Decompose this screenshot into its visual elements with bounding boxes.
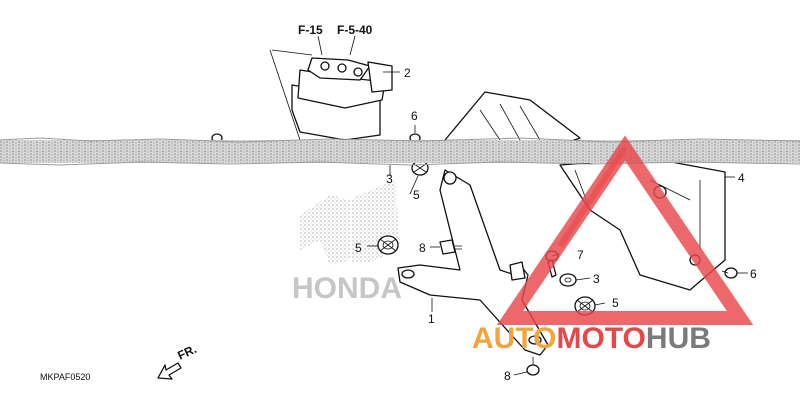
honda-wordmark: HONDA <box>292 272 402 305</box>
callout-8-lower: 8 <box>504 369 511 383</box>
grommet-right <box>574 296 596 316</box>
callout-5-right: 5 <box>612 296 619 310</box>
grommet-top <box>411 160 429 176</box>
callout-6-right: 6 <box>750 267 757 281</box>
logo-text-moto: MOTO <box>556 322 645 355</box>
washer-3 <box>559 273 577 287</box>
logo-wordmark: AUTOMOTOHUB <box>472 322 711 355</box>
callout-3-left: 3 <box>386 172 393 186</box>
torn-strip <box>0 140 800 163</box>
bolt-8-lower <box>526 357 540 376</box>
callout-4: 4 <box>738 171 745 185</box>
diagram-code: MKPAF0520 <box>40 372 90 382</box>
abs-modulator <box>269 35 393 141</box>
callout-5-left: 5 <box>355 241 362 255</box>
front-arrow-label: FR. <box>175 342 198 363</box>
bolt-6-right <box>721 267 738 279</box>
logo-text-auto: AUTO <box>472 322 556 355</box>
ref-label-2: F-5-40 <box>337 23 373 37</box>
callout-8-upper: 8 <box>419 241 426 255</box>
ref-label-1: F-15 <box>298 23 323 37</box>
bolt-8-upper <box>439 239 462 255</box>
automotohub-logo: AUTOMOTOHUB <box>472 135 754 355</box>
honda-watermark: HONDA <box>292 180 402 305</box>
callout-3-right: 3 <box>593 272 600 286</box>
callout-7: 7 <box>577 248 584 262</box>
callout-2: 2 <box>404 66 411 80</box>
callout-6-upper: 6 <box>411 109 418 123</box>
leader-lines <box>367 71 748 376</box>
logo-text-hub: HUB <box>646 322 711 355</box>
front-arrow: FR. <box>157 342 199 380</box>
callout-5-upper: 5 <box>413 188 420 202</box>
grommet-left <box>377 235 399 255</box>
callout-1: 1 <box>428 312 435 326</box>
